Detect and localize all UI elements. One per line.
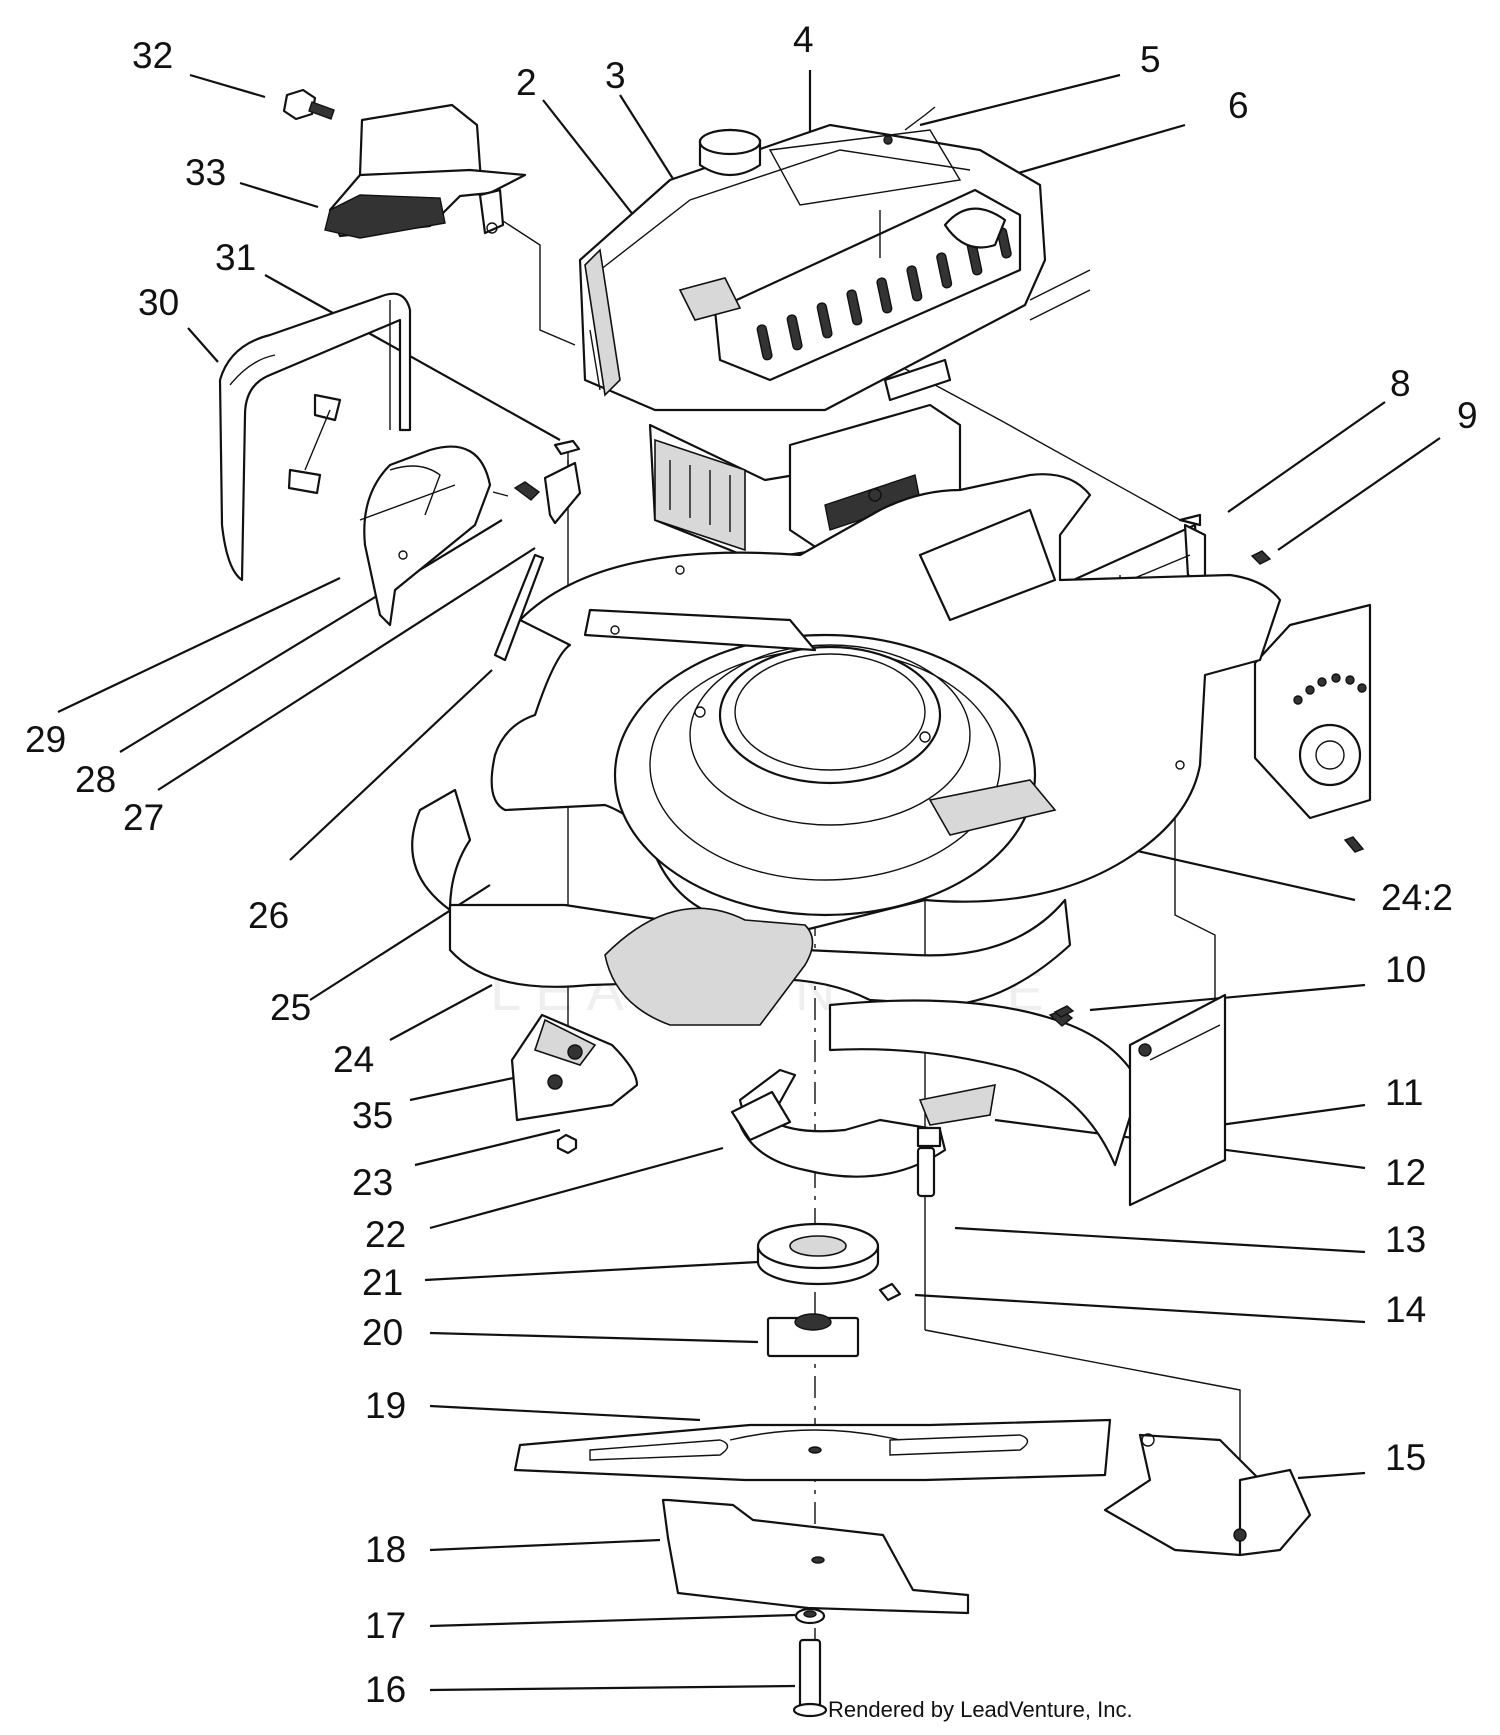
callout-10: 10 [1385,949,1426,990]
part-26-pin [493,553,545,662]
callout-19: 19 [365,1385,406,1426]
callout-15: 15 [1385,1437,1426,1478]
callout-13: 13 [1385,1219,1426,1260]
part-23-nut [556,1133,578,1155]
part-31-screw [553,439,581,465]
part-15-deflector [1103,1433,1312,1557]
part-25-deck [411,473,1282,1026]
part-18-stiffener [661,1498,970,1615]
callout-labels: 32 2 3 4 5 6 33 31 30 8 9 29 28 27 26 24… [25,19,1478,1710]
callout-18: 18 [365,1529,406,1570]
part-30-deflector [218,292,412,582]
callout-8: 8 [1390,363,1411,404]
callout-24-2: 24:2 [1381,877,1453,918]
callout-27: 27 [123,797,164,838]
callout-17: 17 [365,1605,406,1646]
part-35-skid [510,1013,639,1122]
part-22-bracket [730,1068,947,1178]
callout-25: 25 [270,987,311,1028]
wheel-height-plate [1253,603,1372,853]
callout-35: 35 [352,1095,393,1136]
callout-3: 3 [605,55,626,96]
callout-28: 28 [75,759,116,800]
part-19-blade [513,1418,1112,1482]
callout-9: 9 [1457,395,1478,436]
part-13-bolt [916,1146,936,1198]
callout-32: 32 [132,35,173,76]
callout-20: 20 [362,1312,403,1353]
callout-31: 31 [215,237,256,278]
callout-4: 4 [793,19,814,60]
callout-30: 30 [138,282,179,323]
part-20-adapter [766,1313,860,1358]
callout-24: 24 [333,1039,374,1080]
part-14-setscrew [878,1282,902,1302]
part-21-pulley [756,1222,880,1286]
callout-16: 16 [365,1669,406,1710]
callout-29: 29 [25,719,66,760]
callout-23: 23 [352,1162,393,1203]
part-16-blade-bolt [792,1638,828,1718]
callout-5: 5 [1140,39,1161,80]
part-33-chute-bracket [324,103,527,239]
callout-12: 12 [1385,1152,1426,1193]
callout-6: 6 [1228,85,1249,126]
engine-assembly [578,106,1091,562]
callout-22: 22 [365,1214,406,1255]
part-17-washer [794,1607,826,1625]
part-12-baffle [828,999,1142,1167]
render-credit: Rendered by LeadVenture, Inc. [828,1697,1133,1722]
part-9-screw [1250,550,1272,565]
part-29-rear-door [359,445,492,627]
part-32-bolt [282,88,335,121]
part-10-screw [1053,1005,1075,1018]
callout-2: 2 [516,62,537,103]
callout-26: 26 [248,895,289,936]
callout-14: 14 [1385,1289,1426,1330]
part-28-spring [492,481,541,501]
callout-21: 21 [362,1262,403,1303]
callout-11: 11 [1385,1072,1423,1113]
callout-33: 33 [185,152,226,193]
part-27-rod [543,461,582,525]
part-11-side-panel [1128,993,1227,1207]
